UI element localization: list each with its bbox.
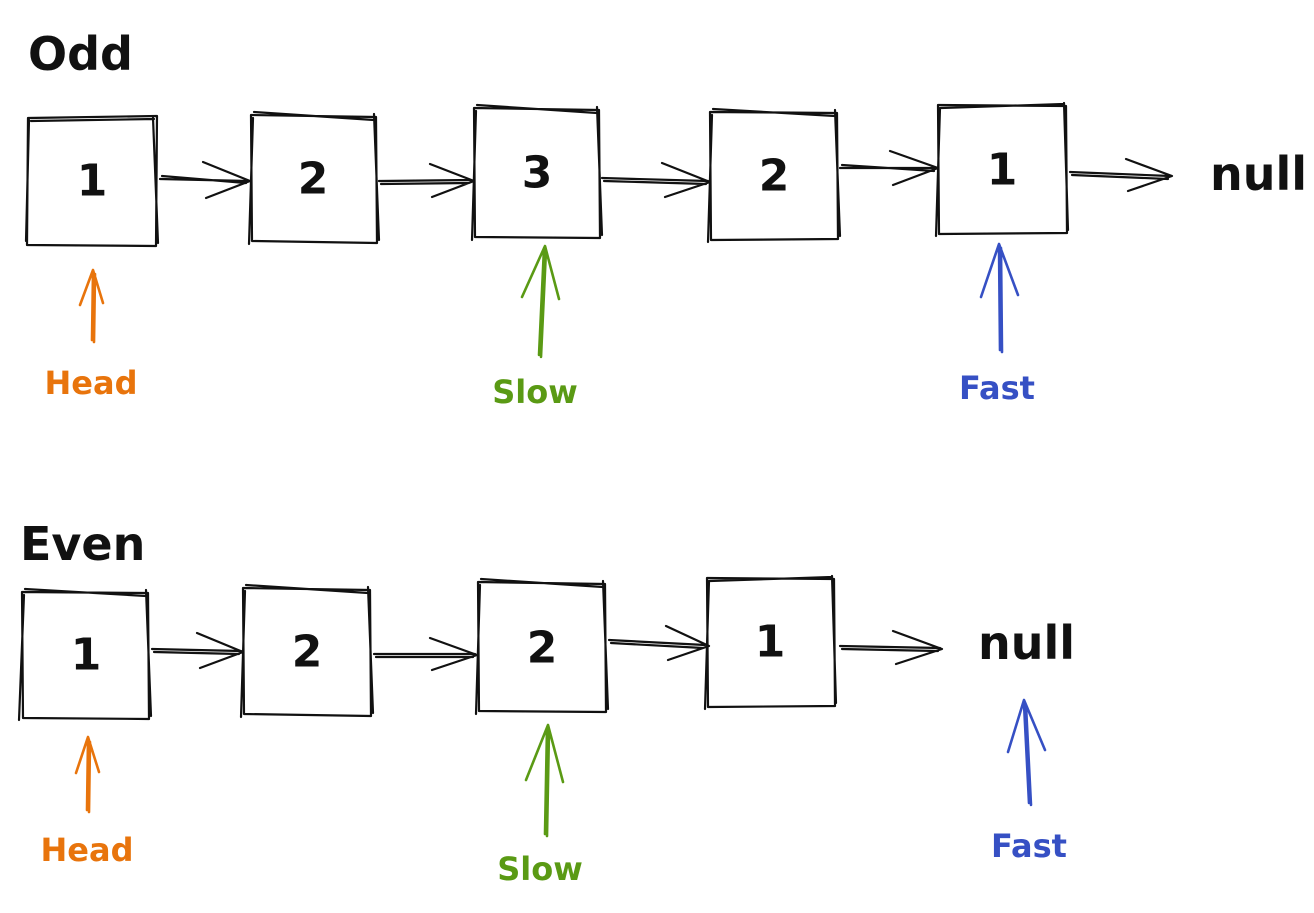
odd-node-1-value: 1 xyxy=(77,156,108,207)
even-link-4-arrow xyxy=(838,629,944,666)
even-fast-arrow xyxy=(1006,698,1047,807)
odd-link-5-arrow xyxy=(1068,157,1174,193)
even-section: Even 1 2 2 1 null Head xyxy=(17,517,1075,888)
odd-fast-label: Fast xyxy=(959,369,1035,407)
odd-link-1-arrow xyxy=(158,160,252,200)
even-null-label: null xyxy=(978,616,1075,670)
odd-slow-label: Slow xyxy=(492,373,578,411)
odd-null-label: null xyxy=(1210,147,1307,201)
odd-node-4-value: 2 xyxy=(759,151,790,202)
even-link-1-arrow xyxy=(150,631,245,670)
even-node-1-value: 1 xyxy=(71,630,102,681)
even-node-1: 1 xyxy=(17,587,153,722)
odd-node-2-value: 2 xyxy=(298,154,329,205)
even-fast-label: Fast xyxy=(991,827,1067,865)
odd-node-4: 2 xyxy=(706,107,842,244)
even-fast-pointer: Fast xyxy=(991,698,1067,865)
odd-link-2-arrow xyxy=(377,162,476,199)
even-head-pointer: Head xyxy=(41,735,134,869)
odd-fast-arrow xyxy=(979,242,1020,354)
odd-slow-arrow xyxy=(520,244,561,359)
odd-section: Odd 1 2 3 2 1 null xyxy=(24,27,1307,411)
odd-link-3-arrow xyxy=(600,161,712,199)
odd-node-3-value: 3 xyxy=(522,148,553,199)
even-title: Even xyxy=(20,517,145,571)
odd-title: Odd xyxy=(28,27,133,81)
odd-head-arrow xyxy=(78,268,105,344)
odd-slow-pointer: Slow xyxy=(492,244,578,411)
even-node-4: 1 xyxy=(703,574,838,711)
odd-link-4-arrow xyxy=(838,149,940,187)
odd-node-5-value: 1 xyxy=(987,145,1018,196)
even-node-2-value: 2 xyxy=(292,627,323,678)
odd-node-3: 3 xyxy=(470,103,604,242)
even-node-4-value: 1 xyxy=(755,617,786,668)
odd-node-5: 1 xyxy=(934,101,1070,238)
odd-node-2: 2 xyxy=(247,110,381,246)
odd-head-label: Head xyxy=(45,364,138,402)
even-node-2: 2 xyxy=(239,583,375,719)
odd-fast-pointer: Fast xyxy=(959,242,1035,407)
even-link-3-arrow xyxy=(607,624,711,662)
odd-node-1: 1 xyxy=(24,114,160,248)
even-head-label: Head xyxy=(41,831,134,869)
even-slow-label: Slow xyxy=(497,850,583,888)
even-link-2-arrow xyxy=(372,636,479,672)
even-node-3-value: 2 xyxy=(527,623,558,674)
odd-head-pointer: Head xyxy=(45,268,138,402)
even-head-arrow xyxy=(74,735,101,814)
even-slow-pointer: Slow xyxy=(497,723,583,888)
even-node-3: 2 xyxy=(474,577,610,716)
even-slow-arrow xyxy=(524,723,565,838)
